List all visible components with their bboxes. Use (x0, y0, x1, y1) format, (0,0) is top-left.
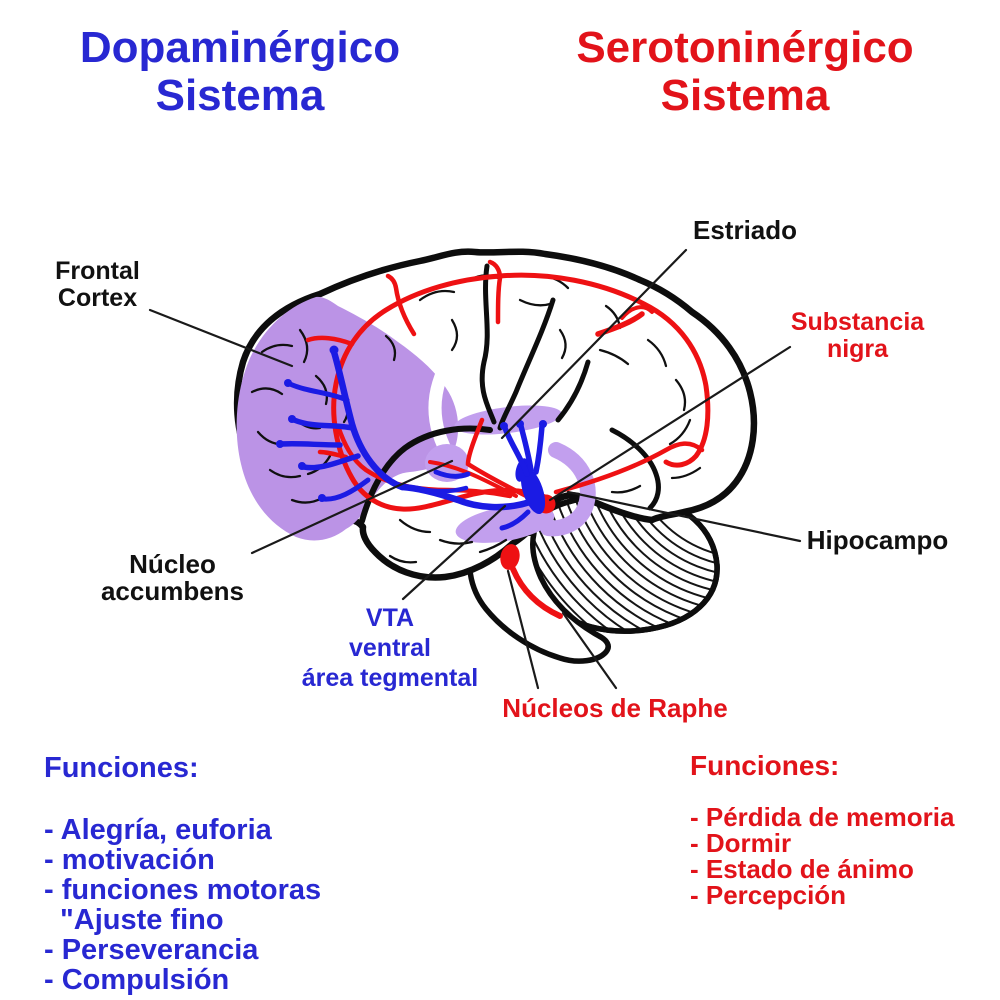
serotonergic-title: Serotoninérgico Sistema (545, 24, 945, 120)
dopaminergic-title-line1: Dopaminérgico (79, 23, 401, 72)
list-item: "Ajuste fino (60, 904, 224, 936)
list-item: - Perseverancia (44, 934, 259, 966)
estriado-label: Estriado (692, 215, 798, 245)
frontal-cortex-leader (148, 308, 294, 368)
vta-nucleus (520, 467, 546, 515)
list-item: - funciones motoras (44, 874, 322, 906)
dopamine-functions: Funciones: - Alegría, euforia - motivaci… (44, 752, 464, 995)
vta-leader (401, 504, 507, 601)
raphe-leader-2 (561, 611, 618, 690)
serotonin-functions-heading: Funciones: (690, 750, 840, 781)
dopamine-functions-heading: Funciones: (44, 752, 199, 784)
serotonergic-title-line2: Sistema (660, 71, 830, 120)
dopamine-pathways (276, 345, 547, 531)
accumbens-leader (250, 459, 454, 555)
leader-lines (148, 248, 802, 690)
hipocampo-leader (566, 490, 802, 543)
list-item: - Percepción (690, 880, 847, 910)
dopaminergic-title: Dopaminérgico Sistema (40, 24, 440, 120)
nucleo-accumbens-label: Núcleo accumbens (80, 551, 265, 605)
vta-label-line3: área tegmental (301, 664, 479, 692)
hippocampus-region (540, 442, 596, 537)
list-item: - Estado de ánimo (690, 854, 914, 884)
list-item: - motivación (44, 844, 215, 876)
serotonin-functions-list: - Pérdida de memoria - Dormir - Estado d… (690, 804, 990, 908)
dopaminergic-title-line2: Sistema (155, 71, 325, 120)
frontal-cortex-label-line1: Frontal (55, 257, 140, 285)
list-item: - Pérdida de memoria (690, 802, 955, 832)
serotonergic-title-line1: Serotoninérgico (576, 23, 914, 72)
nucleo-accumbens-label-line2: accumbens (100, 576, 245, 606)
nucleo-accumbens-label-line1: Núcleo (129, 549, 216, 579)
substancia-nigra-leader (548, 345, 792, 502)
serotonin-functions: Funciones: - Pérdida de memoria - Dormir… (690, 750, 990, 908)
frontal-cortex-label-line2: Cortex (57, 284, 138, 312)
raphe-nuclei-dot (500, 544, 520, 570)
vta-label-line2: ventral (349, 634, 431, 662)
vta-label-line1: VTA (365, 604, 415, 632)
frontal-cortex-label: Frontal Cortex (30, 258, 165, 312)
substancia-nigra-label-line1: Substancia (790, 308, 925, 336)
raphe-descending-fiber (510, 566, 563, 619)
estriado-leader (500, 248, 688, 440)
list-item: - Alegría, euforia (44, 814, 272, 846)
vta-label: VTA ventral área tegmental (285, 603, 495, 693)
substancia-nigra-label-line2: nigra (826, 335, 889, 363)
list-item: - Dormir (690, 828, 792, 858)
list-item: - Compulsión (44, 964, 230, 996)
hipocampo-label: Hipocampo (806, 525, 949, 555)
substancia-nigra-label: Substancia nigra (765, 309, 950, 363)
raphe-leader-1 (506, 569, 540, 690)
gyri-sulci-lines (250, 263, 702, 564)
nucleos-raphe-label: Núcleos de Raphe (502, 693, 728, 723)
dopamine-functions-list: - Alegría, euforia - motivación - funcio… (44, 815, 464, 995)
hypothalamus-region (455, 505, 555, 543)
